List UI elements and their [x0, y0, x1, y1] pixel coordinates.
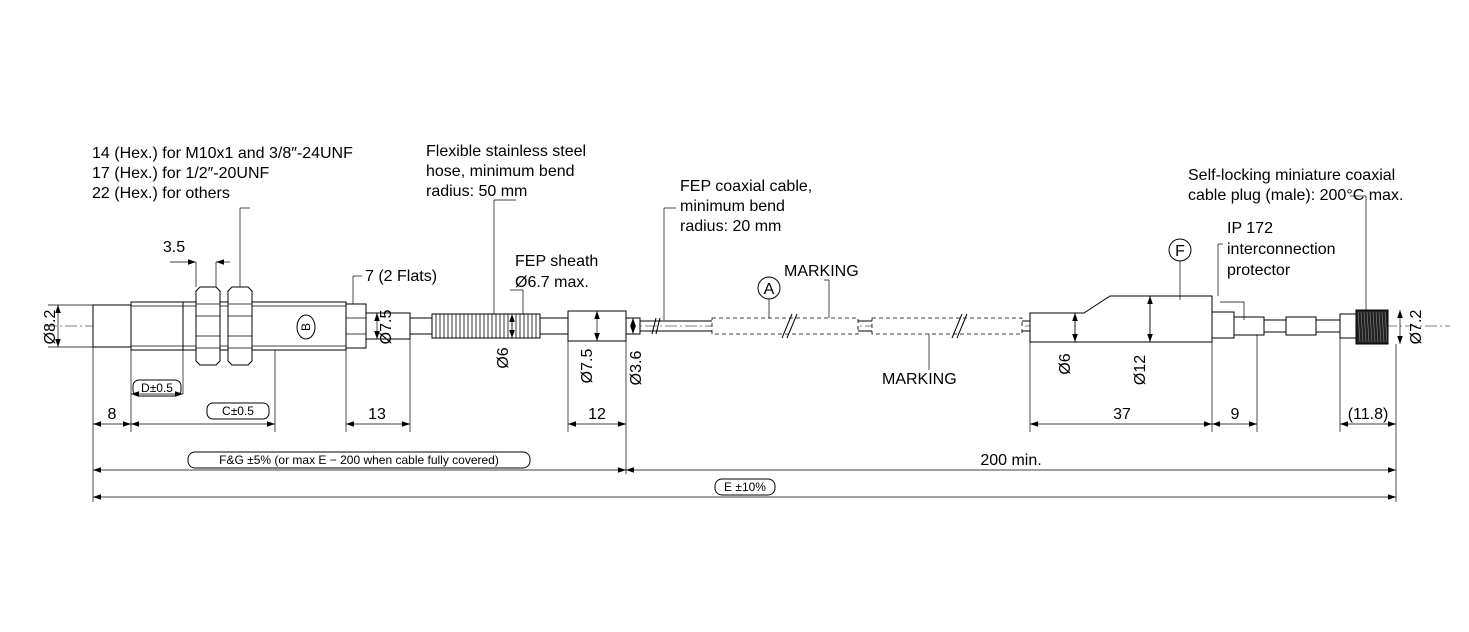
dim-diameter-7-5-a: Ø7.5: [378, 310, 395, 345]
hose-end-fitting: [567, 310, 641, 342]
ip-note-line3: protector: [1227, 262, 1291, 279]
dim-length-e: E ±10%: [724, 480, 766, 494]
dimension-text: Ø8.2 Ø7.5 Ø6 Ø7.5 Ø3.6 Ø6 Ø12 Ø7.2 3.5 D…: [42, 239, 1425, 494]
dim-diameter-8-2: Ø8.2: [42, 310, 59, 345]
dim-length-c: C±0.5: [222, 404, 254, 418]
dim-length-200: 200 min.: [980, 452, 1041, 469]
coax-note-line3: radius: 20 mm: [680, 218, 781, 235]
plug-note-line2: cable plug (male): 200°C max.: [1188, 187, 1403, 204]
ip-note-line1: IP 172: [1227, 220, 1273, 237]
hose-note-line3: radius: 50 mm: [426, 183, 527, 200]
sheath-note-line1: FEP sheath: [515, 253, 598, 270]
hose-note-line2: hose, minimum bend: [426, 163, 575, 180]
interconnection-protector: [1029, 295, 1213, 343]
hex-note-line2: 17 (Hex.) for 1/2″-20UNF: [92, 165, 270, 182]
dim-diameter-7-5-b: Ø7.5: [579, 349, 596, 384]
coax-note-line1: FEP coaxial cable,: [680, 178, 812, 195]
hex-note-line3: 22 (Hex.) for others: [92, 185, 230, 202]
coaxial-cable: [640, 313, 1030, 339]
dim-diameter-6-b: Ø6: [1057, 353, 1074, 374]
marking-label-top: MARKING: [784, 263, 859, 280]
marker-a-label: A: [764, 281, 775, 298]
dim-diameter-3-6: Ø3.6: [628, 351, 645, 386]
dim-length-3-5: 3.5: [163, 239, 185, 256]
ip-note-line2: interconnection: [1227, 241, 1336, 258]
sensor-body: [92, 286, 411, 366]
dim-length-12: 12: [588, 406, 606, 423]
flats-note: 7 (2 Flats): [365, 268, 437, 285]
callout-text: 14 (Hex.) for M10x1 and 3/8″-24UNF 17 (H…: [92, 143, 1403, 388]
coaxial-plug: [1211, 309, 1389, 345]
hose-note-line1: Flexible stainless steel: [426, 143, 586, 160]
dim-length-13: 13: [368, 406, 386, 423]
length-dimensions: [93, 259, 1396, 500]
dim-length-fg: F&G ±5% (or max E − 200 when cable fully…: [219, 453, 499, 467]
dim-length-9: 9: [1231, 406, 1240, 423]
dim-length-d: D±0.5: [141, 381, 173, 395]
marker-b-label: B: [299, 323, 313, 331]
dim-length-11-8: (11.8): [1348, 406, 1389, 423]
sheath-note-line2: Ø6.7 max.: [515, 274, 589, 291]
marker-b: [296, 314, 316, 340]
dim-diameter-7-2: Ø7.2: [1408, 310, 1425, 345]
dim-diameter-6-a: Ø6: [495, 347, 512, 368]
marker-f-label: F: [1175, 243, 1185, 260]
diameter-dimensions: [55, 296, 1403, 347]
plug-note-line1: Self-locking miniature coaxial: [1188, 167, 1395, 184]
dim-length-37: 37: [1113, 406, 1131, 423]
marking-label-bottom: MARKING: [882, 371, 957, 388]
coax-note-line2: minimum bend: [680, 198, 785, 215]
hex-note-line1: 14 (Hex.) for M10x1 and 3/8″-24UNF: [92, 145, 353, 162]
dim-length-8: 8: [108, 406, 117, 423]
flexible-hose: [409, 313, 569, 339]
dim-diameter-12: Ø12: [1132, 355, 1149, 385]
